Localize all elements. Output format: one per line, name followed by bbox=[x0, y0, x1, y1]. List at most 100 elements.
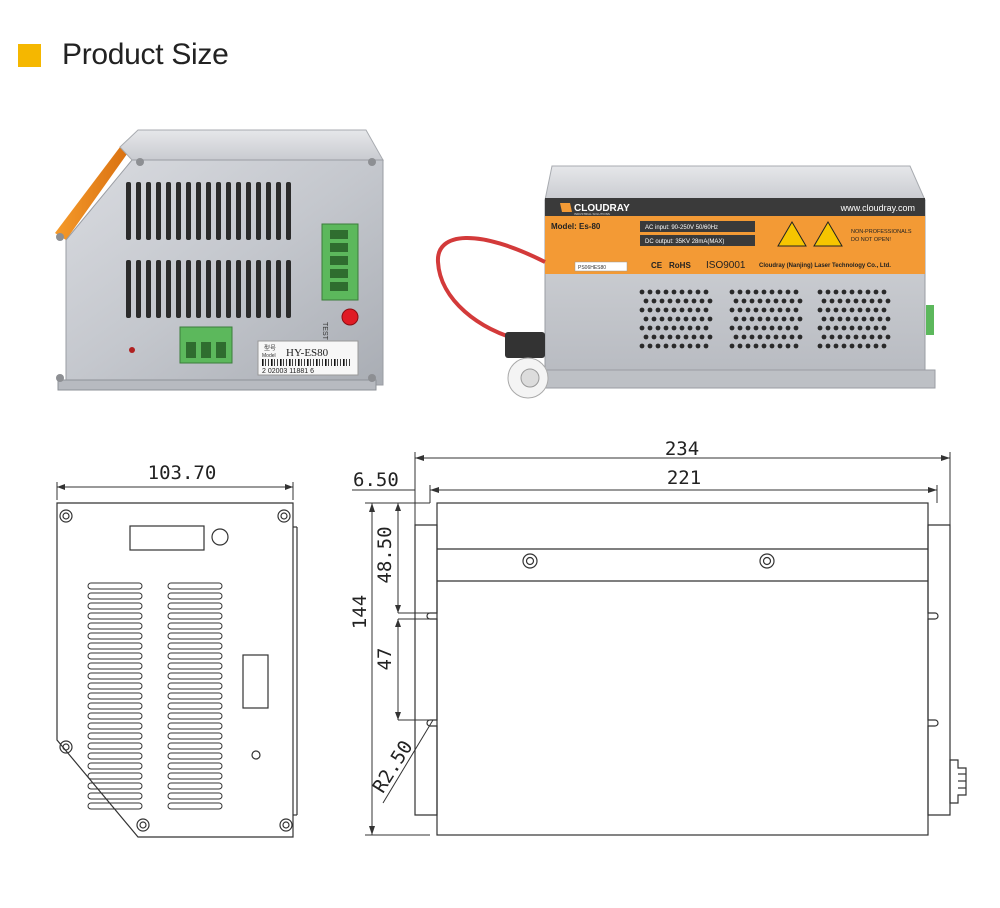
front-outline bbox=[56, 502, 294, 838]
chamfer-edge bbox=[55, 147, 132, 240]
vent-slot bbox=[87, 762, 143, 770]
screw-icon bbox=[56, 374, 64, 382]
screw-icon bbox=[56, 233, 64, 241]
dim-overall-width: 234 bbox=[665, 438, 699, 460]
terminal-cutout bbox=[242, 654, 269, 709]
vent-slot bbox=[87, 592, 143, 600]
vent-slot bbox=[167, 802, 223, 810]
vent-slot bbox=[87, 632, 143, 640]
screw-icon bbox=[522, 553, 538, 569]
vent-slot bbox=[136, 260, 141, 318]
vent-slot bbox=[167, 692, 223, 700]
section-header: Product Size bbox=[18, 38, 229, 72]
side-vents bbox=[639, 289, 891, 349]
screw-icon bbox=[759, 553, 775, 569]
vent-slot bbox=[87, 602, 143, 610]
cable-gland bbox=[505, 332, 545, 358]
base-plate bbox=[57, 379, 377, 391]
section-title: Product Size bbox=[62, 38, 229, 71]
high-voltage-icon bbox=[813, 221, 843, 247]
vent-slot bbox=[167, 772, 223, 780]
vent-slot bbox=[166, 182, 171, 240]
vent-slot bbox=[87, 752, 143, 760]
vent-slot bbox=[246, 260, 251, 318]
label-header-bar bbox=[545, 198, 925, 216]
vent-slot bbox=[136, 182, 141, 240]
vent-slot bbox=[87, 702, 143, 710]
vent-slot bbox=[156, 182, 161, 240]
terminal-block-right bbox=[321, 223, 359, 301]
vent-slot bbox=[126, 182, 131, 240]
vent-slot bbox=[167, 672, 223, 680]
vent-slot bbox=[167, 652, 223, 660]
sticker-cn-label: 型号 bbox=[264, 344, 276, 352]
vent-slot bbox=[87, 802, 143, 810]
label-serial: PS06HES80 bbox=[578, 265, 606, 271]
dim-height: 144 bbox=[349, 595, 371, 629]
front-face bbox=[65, 159, 384, 386]
vent-slot bbox=[87, 682, 143, 690]
vent-slot bbox=[286, 260, 291, 318]
dim-slot-2: 47 bbox=[374, 648, 396, 671]
vent-slot bbox=[236, 260, 241, 318]
vent-slot bbox=[167, 702, 223, 710]
test-label: TEST bbox=[321, 322, 328, 341]
vent-slot bbox=[166, 260, 171, 318]
square-bullet-icon bbox=[18, 43, 41, 67]
dim-offset: 6.50 bbox=[353, 469, 399, 491]
front-vents bbox=[126, 182, 291, 318]
vent-slot bbox=[206, 260, 211, 318]
vent-slot bbox=[176, 182, 181, 240]
vent-slot bbox=[167, 782, 223, 790]
barcode-number: 2 02003 11881 6 bbox=[262, 368, 314, 375]
vent-slot bbox=[167, 622, 223, 630]
vent-slot bbox=[87, 642, 143, 650]
vent-slot bbox=[256, 182, 261, 240]
vent-slot bbox=[87, 722, 143, 730]
side-base bbox=[544, 369, 936, 389]
vent-slot bbox=[87, 652, 143, 660]
vent-slot bbox=[167, 682, 223, 690]
dim-slot-1: 48.50 bbox=[374, 526, 396, 583]
led-indicator-icon bbox=[129, 347, 135, 353]
vent-slot bbox=[176, 260, 181, 318]
label-warning-2: DO NOT OPEN! bbox=[851, 237, 891, 243]
vent-slot bbox=[87, 782, 143, 790]
vent-slot bbox=[87, 662, 143, 670]
vent-slot bbox=[167, 752, 223, 760]
top-lid bbox=[119, 129, 384, 161]
label-website: www.cloudray.com bbox=[840, 203, 915, 213]
drawing-vents bbox=[87, 582, 223, 810]
vent-slot bbox=[87, 612, 143, 620]
photo-front-view: TEST 型号 Model HY-ES80 2 02003 11881 6 bbox=[55, 129, 384, 391]
vent-slot bbox=[196, 182, 201, 240]
vent-slot bbox=[167, 662, 223, 670]
vent-slot bbox=[226, 182, 231, 240]
side-top bbox=[544, 165, 926, 201]
warning-triangle-icon bbox=[777, 221, 807, 247]
vent-slot bbox=[146, 260, 151, 318]
test-button-icon bbox=[341, 308, 359, 326]
button-hole bbox=[211, 528, 229, 546]
vent-slot bbox=[276, 182, 281, 240]
label-brand-sub: INDUSTRIAL SOLUTIONS bbox=[574, 212, 610, 216]
vent-slot bbox=[87, 742, 143, 750]
vent-slot bbox=[256, 260, 261, 318]
terminal-block-bottom bbox=[179, 326, 233, 364]
vent-slot bbox=[236, 182, 241, 240]
label-warning-1: NON-PROFESSIONALS bbox=[851, 229, 912, 235]
vent-slot bbox=[186, 260, 191, 318]
vent-slot bbox=[216, 260, 221, 318]
vent-slot bbox=[196, 260, 201, 318]
brand-logo-icon bbox=[560, 203, 572, 212]
vent-slot bbox=[246, 182, 251, 240]
dim-width-front: 103.70 bbox=[148, 462, 217, 484]
vent-slot bbox=[87, 732, 143, 740]
vent-slot bbox=[87, 772, 143, 780]
label-rohs: RoHS bbox=[669, 261, 691, 270]
vent-slot bbox=[286, 182, 291, 240]
label-cutout bbox=[129, 525, 205, 551]
dim-radius: R2.50 bbox=[368, 737, 417, 797]
model-sticker: 型号 Model HY-ES80 2 02003 11881 6 bbox=[257, 340, 359, 376]
